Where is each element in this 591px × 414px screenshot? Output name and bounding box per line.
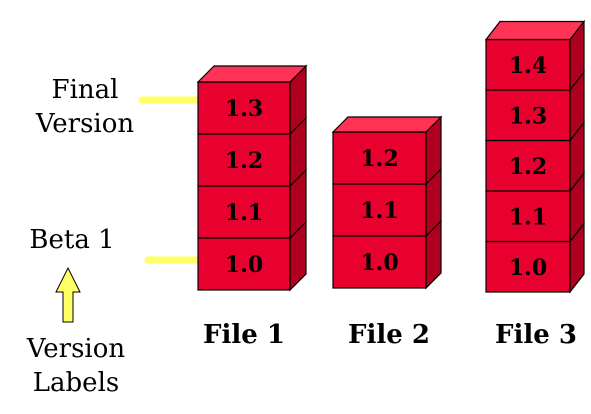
version-box-label: 1.2 (225, 148, 263, 174)
file-stacks: 1.0 1.1 1.2 1.3 1.0 1.1 1.2 1.0 1.1 1.2 1.3 1.4 (196, 19, 586, 294)
version-box-front (332, 235, 427, 289)
final-version-label-line2: Version (35, 109, 135, 139)
file-3-stack: 1.0 1.1 1.2 1.3 1.4 (484, 19, 586, 294)
version-box: 1.4 (484, 19, 586, 92)
version-box-top (331, 116, 443, 133)
version-box-front (197, 133, 291, 187)
version-box: 1.2 (197, 116, 307, 188)
version-box: 1.0 (332, 219, 442, 290)
version-box: 1.3 (485, 70, 585, 143)
version-box: 1.0 (197, 220, 307, 292)
version-box-front (332, 131, 427, 185)
version-box: 1.2 (485, 120, 585, 193)
version-box-label: 1.1 (225, 200, 263, 226)
file-1-stack: 1.0 1.1 1.2 1.3 (196, 64, 308, 292)
version-box: 1.1 (485, 171, 585, 244)
version-box-front (332, 183, 427, 237)
version-box-label: 1.1 (509, 204, 547, 230)
version-labels-label-line2: Labels (33, 368, 119, 398)
version-box-label: 1.0 (225, 252, 263, 278)
version-box-front (197, 237, 291, 291)
version-box-top (196, 65, 308, 83)
label-connectors (138, 66, 486, 264)
up-arrow-icon (55, 266, 81, 323)
file-2-stack: 1.0 1.1 1.2 (331, 115, 443, 290)
version-box-front (485, 240, 571, 293)
version-box-front (485, 89, 571, 142)
version-box-front (197, 185, 291, 239)
version-box-front (485, 139, 571, 192)
version-box-label: 1.4 (509, 53, 547, 79)
version-box: 1.1 (197, 168, 307, 240)
version-box: 1.0 (485, 221, 585, 294)
version-box-label: 1.1 (360, 198, 398, 224)
version-box-label: 1.0 (509, 255, 547, 281)
version-box-label: 1.0 (360, 250, 398, 276)
beta-label: Beta 1 (29, 225, 114, 255)
version-box-label: 1.2 (360, 146, 398, 172)
version-box-top (484, 20, 586, 41)
version-box: 1.2 (331, 115, 443, 186)
final-version-label-line1: Final (52, 75, 119, 105)
file-3-label: File 3 (495, 320, 577, 350)
version-labels-label-line1: Version (26, 334, 126, 364)
version-box-front (197, 81, 291, 135)
connector-f2-12-to-f3-14 (440, 66, 486, 150)
file-1-label: File 1 (203, 320, 285, 350)
version-box-label: 1.3 (509, 103, 547, 129)
version-box-label: 1.3 (225, 96, 263, 122)
version-box-label: 1.2 (509, 154, 547, 180)
file-2-label: File 2 (348, 320, 430, 350)
version-box-front (485, 190, 571, 243)
version-box: 1.3 (196, 64, 308, 136)
version-box: 1.1 (332, 167, 442, 238)
